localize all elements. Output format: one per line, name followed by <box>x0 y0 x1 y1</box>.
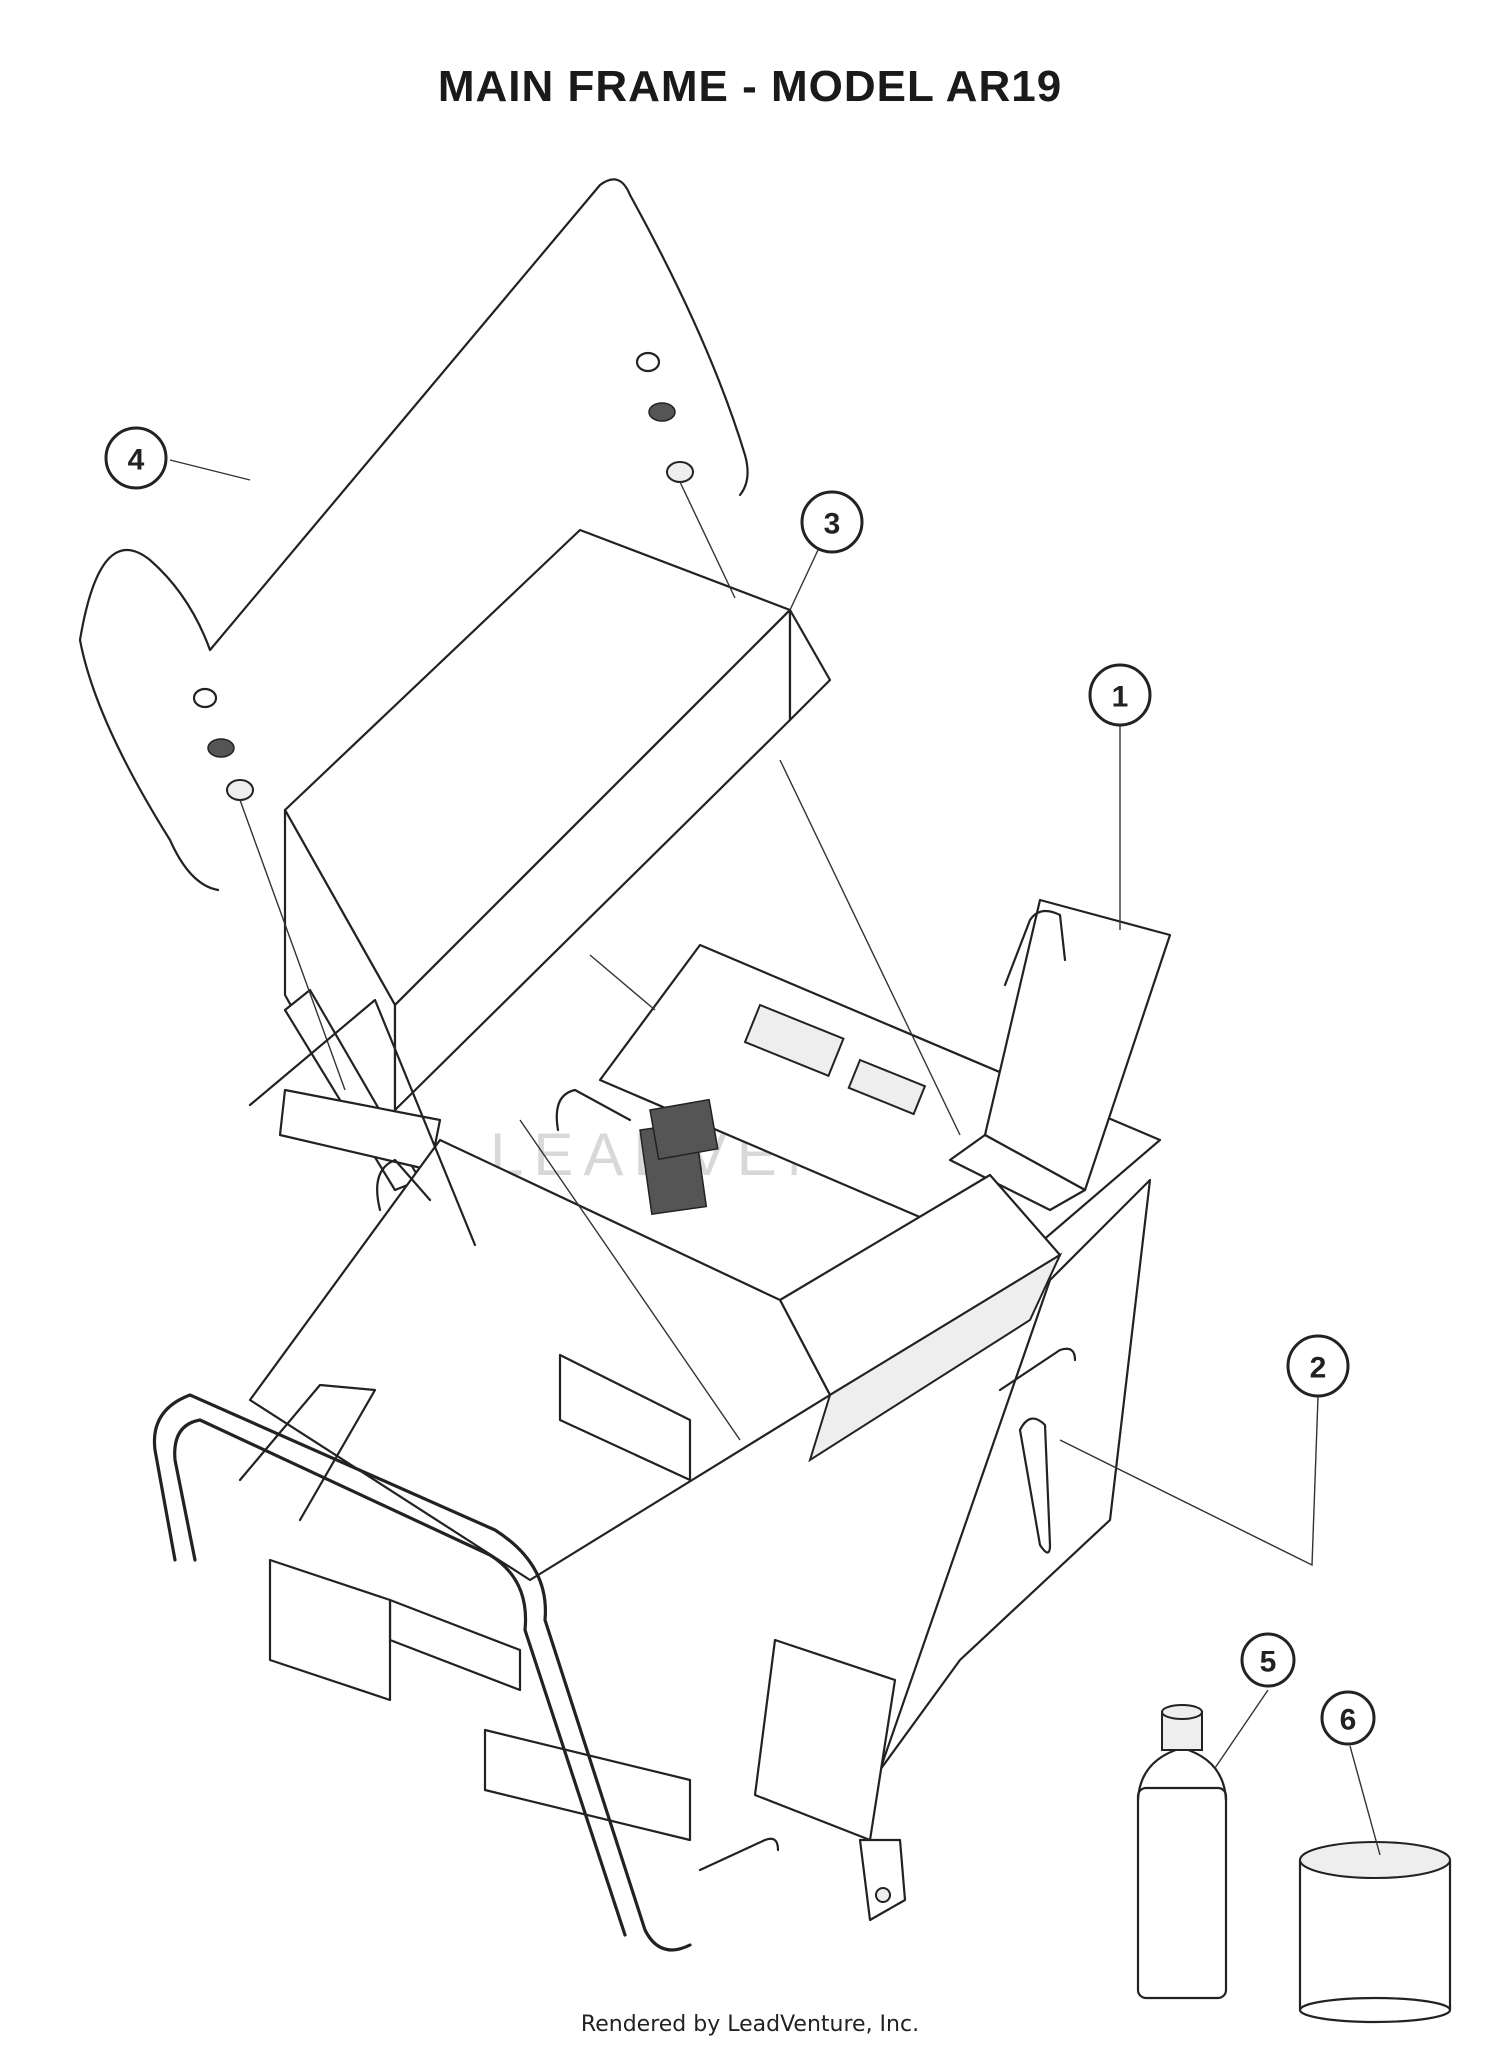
svg-text:5: 5 <box>1260 1646 1277 1679</box>
spray-paint-can <box>1136 1704 1228 2000</box>
footer-credit: Rendered by LeadVenture, Inc. <box>580 2012 920 2037</box>
svg-text:1: 1 <box>1112 681 1129 714</box>
main-frame <box>152 759 1172 1952</box>
hopper-box <box>278 528 832 1192</box>
hardware-stack-right <box>635 351 736 599</box>
svg-text:2: 2 <box>1310 1352 1327 1385</box>
leader-5 <box>1214 1689 1269 1769</box>
svg-text:6: 6 <box>1340 1704 1357 1737</box>
paint-can <box>1298 1841 1452 2024</box>
svg-text:3: 3 <box>824 508 841 541</box>
callout-5: 5 <box>1240 1632 1296 1688</box>
callout-2: 2 <box>1286 1334 1350 1398</box>
leader-6 <box>1349 1745 1381 1856</box>
callout-3: 3 <box>800 490 864 554</box>
leader-2 <box>1059 1396 1319 1567</box>
leader-3 <box>789 549 819 611</box>
diagram-title: MAIN FRAME - MODEL AR19 <box>437 62 1063 111</box>
callout-1: 1 <box>1088 663 1152 727</box>
shield-plate <box>78 178 749 892</box>
callout-6: 6 <box>1320 1690 1376 1746</box>
callout-4: 4 <box>104 426 168 490</box>
hardware-stack-left <box>192 687 346 1091</box>
svg-text:4: 4 <box>128 444 145 477</box>
leader-4 <box>169 459 251 481</box>
